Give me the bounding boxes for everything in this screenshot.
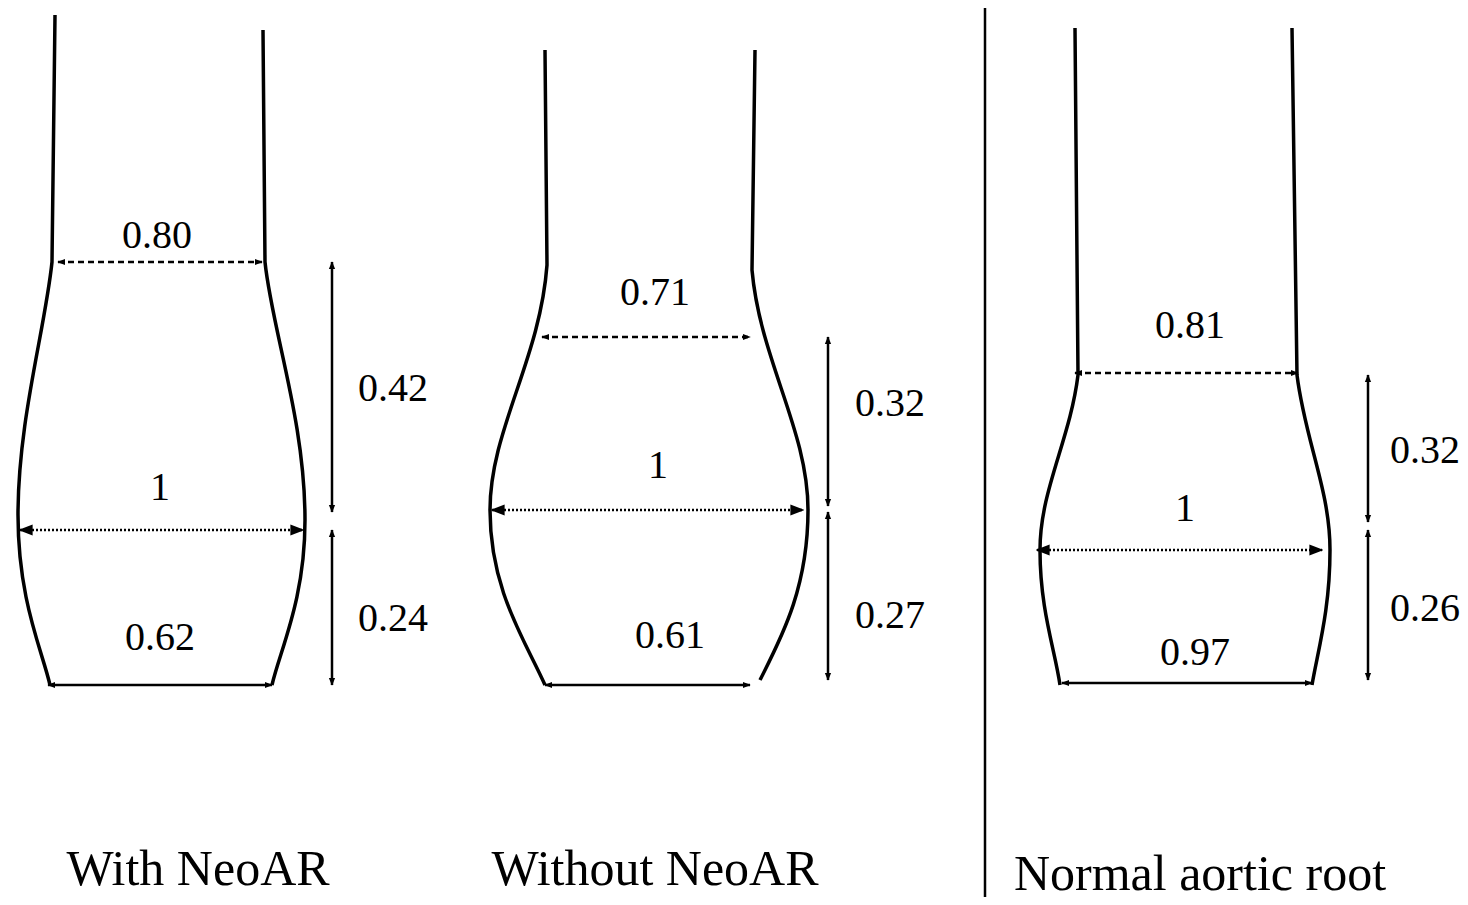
height-label: 0.26	[1390, 588, 1460, 628]
diameter-label: 0.71	[620, 272, 690, 312]
diameter-label: 0.80	[122, 215, 192, 255]
panel-caption: With NeoAR	[66, 843, 329, 893]
diameter-label: 0.61	[635, 615, 705, 655]
panel-caption: Without NeoAR	[491, 843, 818, 893]
height-label: 0.42	[358, 368, 428, 408]
panel-caption: Normal aortic root	[1014, 848, 1386, 898]
height-label: 0.32	[855, 383, 925, 423]
panel-divider	[984, 8, 987, 897]
diameter-label: 1	[150, 467, 170, 507]
height-label: 0.27	[855, 595, 925, 635]
diameter-label: 0.81	[1155, 305, 1225, 345]
diameter-label: 1	[1175, 488, 1195, 528]
aortic-wall	[18, 15, 1330, 685]
diameter-label: 0.62	[125, 617, 195, 657]
diameter-label: 1	[648, 445, 668, 485]
dimension-arrows	[20, 262, 1368, 685]
height-label: 0.24	[358, 598, 428, 638]
diameter-label: 0.97	[1160, 632, 1230, 672]
height-label: 0.32	[1390, 430, 1460, 470]
